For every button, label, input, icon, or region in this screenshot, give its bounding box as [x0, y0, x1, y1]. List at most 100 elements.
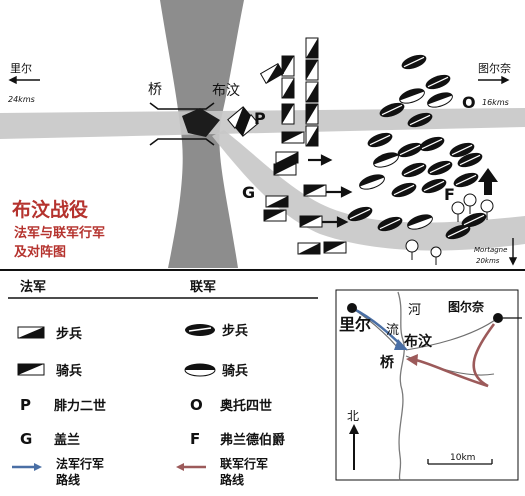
allied-cavalry-unit — [427, 92, 453, 108]
map-title: 布汶战役 — [12, 198, 88, 221]
tournai-arrow — [478, 75, 510, 85]
allied-infantry-unit — [379, 102, 405, 118]
french-cavalry-unit — [305, 103, 319, 125]
allied-infantry-unit — [449, 142, 475, 158]
french-cavalry-unit — [305, 59, 319, 81]
allied-cavalry-symbol — [184, 363, 216, 377]
allied-cavalry-label: 骑兵 — [222, 363, 248, 379]
french-cavalry-unit — [299, 215, 323, 228]
philip-command-marker — [182, 108, 220, 137]
french-cavalry-unit — [323, 241, 347, 254]
north-arrow — [349, 424, 359, 470]
french-cavalry-unit — [303, 184, 327, 197]
philip-name: 腓力二世 — [54, 398, 106, 414]
bridge-label: 桥 — [148, 82, 162, 98]
bridge-symbol — [149, 102, 215, 146]
map-subtitle-2: 及对阵图 — [14, 244, 66, 260]
allied-route-label-1: 联军行军 — [220, 456, 268, 471]
allied-infantry-unit — [425, 74, 451, 90]
allied-infantry-unit — [401, 54, 427, 70]
otto-marker: O — [462, 93, 476, 112]
allied-route-label-2: 路线 — [220, 472, 244, 487]
french-cavalry-unit — [281, 55, 295, 77]
allied-route-symbol — [176, 463, 206, 471]
allied-cavalry-unit — [399, 88, 425, 104]
allied-infantry-unit — [421, 178, 447, 194]
main-road — [0, 108, 525, 139]
allied-infantry-unit — [401, 162, 427, 178]
french-infantry-unit — [275, 151, 299, 164]
french-infantry-unit — [305, 37, 319, 59]
inset-tournai-label: 图尔奈 — [448, 299, 485, 314]
inset-map: 里尔 图尔奈 布汶 河 流 桥 北 10km — [335, 289, 522, 481]
french-route-symbol — [12, 463, 42, 471]
mortagne-arrow — [508, 238, 518, 266]
inset-road-tournai — [405, 317, 499, 351]
french-infantry-unit — [297, 242, 321, 255]
legend-o-marker: O — [190, 396, 203, 414]
french-infantry-unit — [305, 125, 319, 147]
north-label: 北 — [347, 409, 359, 423]
french-cavalry-symbol — [17, 363, 45, 376]
branch-road — [212, 130, 525, 251]
advance-arrows — [308, 154, 353, 228]
french-cavalry-unit — [281, 103, 295, 125]
french-infantry-label: 步兵 — [56, 326, 82, 342]
allied-infantry-unit — [377, 216, 403, 232]
town-label: 布汶 — [212, 82, 240, 99]
allied-units — [347, 54, 487, 240]
french-route-label-1: 法军行军 — [56, 456, 104, 471]
lille-label: 里尔 — [10, 62, 32, 75]
french-cavalry-unit — [273, 163, 297, 176]
allied-infantry-symbol — [185, 324, 215, 336]
inset-river-label-2: 流 — [386, 323, 399, 338]
french-legend-header: 法军 — [20, 279, 46, 295]
french-infantry-symbol — [17, 326, 45, 339]
otto-name: 奥托四世 — [220, 398, 272, 414]
allied-infantry-unit — [347, 206, 373, 222]
allied-infantry-unit — [397, 142, 423, 158]
allied-infantry-unit — [461, 212, 487, 228]
french-cavalry-label: 骑兵 — [56, 363, 82, 379]
trees — [405, 193, 494, 265]
allied-legend-header: 联军 — [190, 280, 216, 295]
tournai-distance: 16kms — [482, 98, 509, 107]
allied-infantry-label: 步兵 — [222, 323, 248, 339]
legend-f-marker: F — [190, 430, 200, 448]
philip-marker: P — [254, 109, 266, 128]
french-cavalry-unit — [281, 131, 305, 144]
french-route-label-2: 路线 — [56, 472, 80, 487]
inset-river-label-1: 河 — [408, 303, 421, 318]
map-subtitle-1: 法军与联军行军 — [14, 225, 105, 241]
allied-infantry-unit — [457, 152, 483, 168]
inset-allied-route — [406, 323, 496, 388]
allied-cavalry-unit — [359, 174, 385, 190]
lille-arrow — [8, 75, 40, 85]
french-units — [227, 37, 347, 255]
legend: 法军 联军 步兵 骑兵 P 腓力二世 G 盖兰 法军行军 路线 步兵 — [8, 279, 318, 487]
inset-bridge-label: 桥 — [380, 354, 395, 371]
french-infantry-unit — [259, 63, 285, 84]
allied-infantry-unit — [419, 136, 445, 152]
mortagne-distance: 20kms — [476, 257, 500, 265]
inset-tournai-dot — [493, 313, 503, 323]
flanders-arrow — [478, 168, 498, 195]
guerin-marker: G — [242, 183, 255, 202]
inset-bouvines-label: 布汶 — [404, 333, 433, 350]
french-infantry-unit — [265, 195, 289, 208]
inset-lille-dot — [347, 303, 357, 313]
lille-distance: 24kms — [8, 95, 35, 104]
french-cavalry-unit — [263, 209, 287, 222]
allied-cavalry-unit — [373, 152, 399, 168]
allied-cavalry-unit — [407, 214, 433, 230]
legend-p-marker: P — [20, 396, 31, 414]
inset-lille-label: 里尔 — [339, 315, 371, 334]
battle-map: 里尔 24kms 图尔奈 16kms Mortagne 20kms 桥 布汶 P… — [0, 0, 525, 268]
french-cavalry-unit — [235, 114, 259, 137]
guerin-name: 盖兰 — [54, 432, 80, 448]
legend-g-marker: G — [20, 430, 32, 448]
mortagne-label: Mortagne — [474, 246, 507, 254]
allied-infantry-unit — [391, 182, 417, 198]
allied-infantry-unit — [367, 132, 393, 148]
